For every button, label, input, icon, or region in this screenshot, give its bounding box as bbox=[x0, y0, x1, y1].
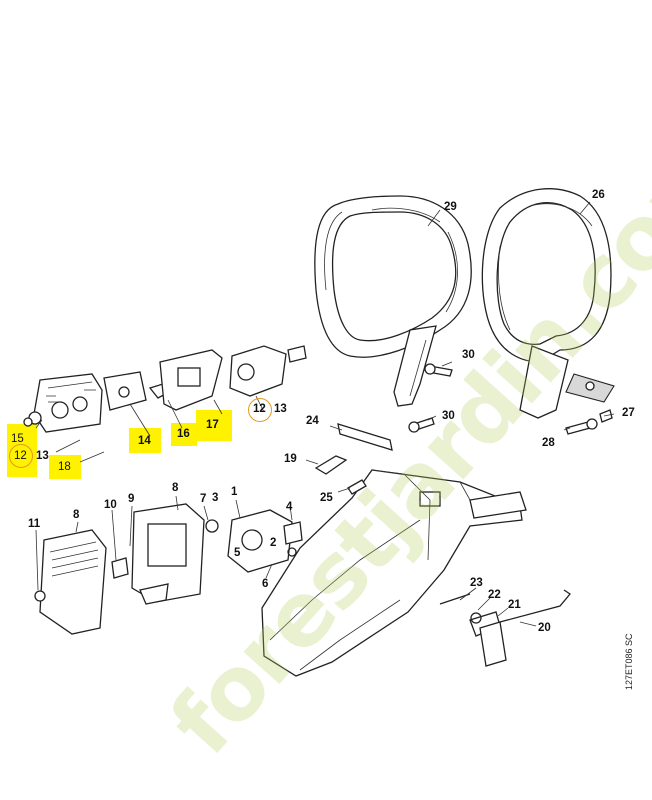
label-14: 14 bbox=[138, 435, 151, 447]
label-19: 19 bbox=[284, 453, 297, 465]
label-13-right: 13 bbox=[274, 403, 287, 415]
label-5: 5 bbox=[234, 547, 241, 559]
label-3: 3 bbox=[212, 492, 219, 504]
lower-filter-assembly bbox=[34, 503, 303, 635]
label-2: 2 bbox=[270, 537, 277, 549]
highlight-18 bbox=[49, 455, 81, 479]
label-27: 27 bbox=[622, 407, 635, 419]
label-13-left: 13 bbox=[36, 450, 49, 462]
label-28: 28 bbox=[542, 437, 555, 449]
small-parts bbox=[314, 423, 393, 495]
label-17: 17 bbox=[206, 419, 219, 431]
label-15: 15 bbox=[11, 433, 24, 445]
label-25: 25 bbox=[320, 492, 333, 504]
circle-12-right bbox=[248, 398, 272, 422]
label-6: 6 bbox=[262, 578, 269, 590]
label-30-lower: 30 bbox=[442, 410, 455, 422]
label-12-left: 12 bbox=[14, 450, 27, 462]
label-8-right: 8 bbox=[172, 482, 179, 494]
label-4: 4 bbox=[286, 501, 293, 513]
label-10: 10 bbox=[104, 499, 117, 511]
label-24: 24 bbox=[306, 415, 319, 427]
label-23: 23 bbox=[470, 577, 483, 589]
label-29: 29 bbox=[444, 201, 457, 213]
label-8-left: 8 bbox=[73, 509, 80, 521]
screws bbox=[408, 363, 613, 435]
label-30-upper: 30 bbox=[462, 349, 475, 361]
leader-lines bbox=[35, 201, 615, 627]
highlight-17 bbox=[196, 410, 232, 441]
label-26: 26 bbox=[592, 189, 605, 201]
handle-bar-29 bbox=[314, 195, 472, 407]
circle-12-left bbox=[9, 444, 33, 468]
label-16: 16 bbox=[177, 428, 190, 440]
housing bbox=[261, 469, 527, 677]
label-21: 21 bbox=[508, 599, 521, 611]
label-11: 11 bbox=[28, 518, 41, 530]
label-22: 22 bbox=[488, 589, 501, 601]
highlight-14 bbox=[129, 428, 161, 453]
highlight-16 bbox=[171, 423, 197, 446]
label-12-right: 12 bbox=[253, 403, 266, 415]
label-1: 1 bbox=[231, 486, 238, 498]
label-7: 7 bbox=[200, 493, 207, 505]
diagram-code: 127ET086 SC bbox=[624, 633, 634, 690]
label-18: 18 bbox=[58, 461, 71, 473]
label-9: 9 bbox=[128, 493, 135, 505]
throttle-parts bbox=[439, 589, 571, 667]
upper-filter-assembly bbox=[23, 345, 307, 433]
handle-26 bbox=[481, 188, 615, 419]
label-20: 20 bbox=[538, 622, 551, 634]
